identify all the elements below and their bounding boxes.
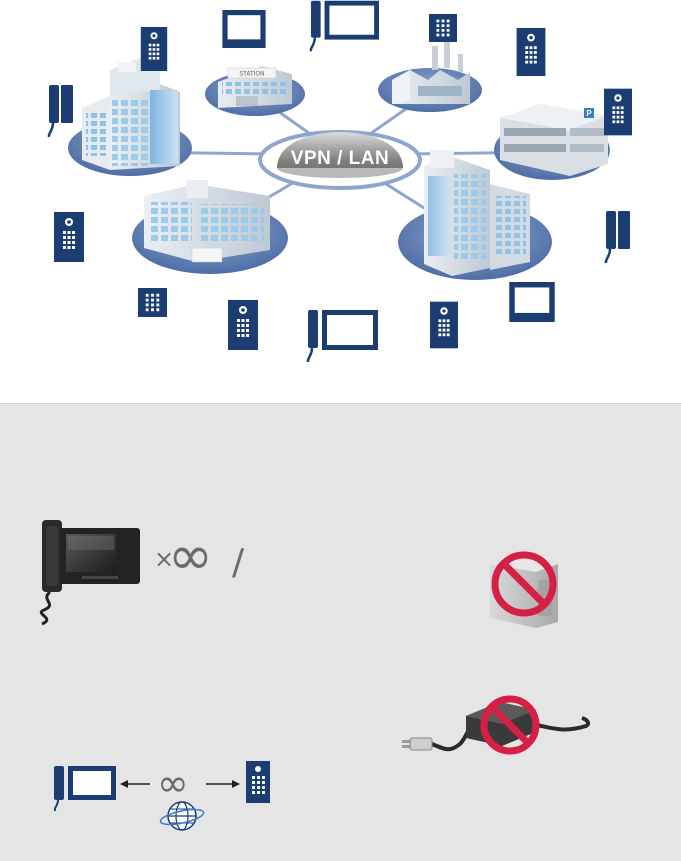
infinity-symbol-small: ∞	[157, 761, 189, 805]
no-server-icon	[490, 551, 558, 628]
desk-monitor-icon	[306, 310, 378, 362]
features-svg: × ∞ / ∞	[39, 520, 591, 831]
door-station-icon	[140, 27, 168, 71]
tower-building-icon	[82, 58, 180, 170]
handset-icon	[47, 85, 75, 137]
factory-building-icon	[392, 42, 470, 104]
door-station-icon	[54, 212, 84, 262]
network-diagram: STATION P	[0, 0, 681, 400]
door-station-icon	[516, 28, 546, 76]
hub-label: VPN / LAN	[291, 148, 389, 169]
door-station-icon	[604, 88, 632, 136]
door-station-icon	[228, 300, 258, 350]
handset-icon	[604, 210, 632, 264]
office-building-icon	[424, 150, 530, 276]
infinity-symbol: ∞	[168, 524, 213, 587]
multiplier-symbol: ×	[154, 545, 174, 573]
door-station-icon	[430, 301, 458, 349]
keypad-station-icon	[138, 288, 167, 317]
vpn-lan-hub: VPN / LAN	[258, 130, 422, 190]
desk-monitor-icon	[309, 0, 379, 52]
school-building-icon	[144, 180, 270, 263]
monitor-icon	[509, 282, 555, 322]
monitor-station-photo	[39, 520, 140, 626]
monitor-icon	[222, 10, 266, 48]
handset-icon	[54, 766, 64, 800]
station-sign-text: STATION	[239, 71, 264, 78]
station-building-icon: STATION	[218, 66, 292, 108]
parking-building-icon: P	[500, 104, 608, 176]
globe-icon	[159, 801, 205, 831]
features-panel: × ∞ / ∞	[0, 403, 681, 861]
separator-slash: /	[232, 542, 245, 583]
no-power-adapter-icon	[402, 695, 591, 755]
keypad-station-icon	[429, 14, 457, 42]
network-diagram-svg: STATION P	[47, 0, 632, 362]
parking-sign-text: P	[586, 109, 592, 118]
monitor-to-door-link: ∞	[53, 761, 270, 831]
